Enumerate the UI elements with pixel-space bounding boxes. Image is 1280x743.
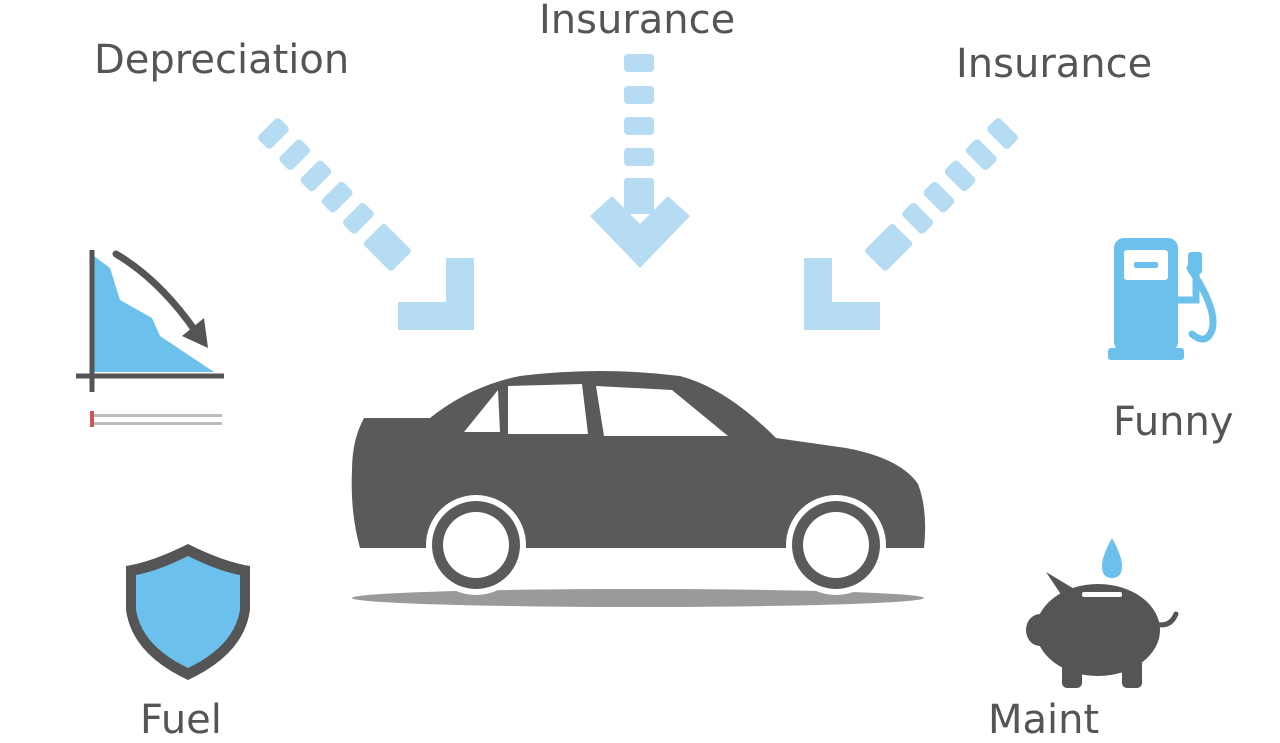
label-depreciation: Depreciation: [94, 37, 350, 83]
car-icon: [351, 371, 926, 607]
arrow-down-icon: [590, 54, 690, 268]
piggy-bank-icon: [1026, 538, 1179, 688]
shield-icon: [126, 544, 250, 680]
label-insurance-top: Insurance: [539, 0, 736, 43]
label-insurance-right: Insurance: [956, 41, 1153, 87]
fuel-pump-icon: [1108, 238, 1217, 360]
arrow-down-right-icon: [258, 118, 474, 330]
arrow-down-left-icon: [804, 118, 1018, 330]
label-funny: Funny: [1113, 399, 1234, 445]
diagram-canvas: [76, 54, 1217, 688]
depreciation-chart-icon: [76, 250, 224, 427]
